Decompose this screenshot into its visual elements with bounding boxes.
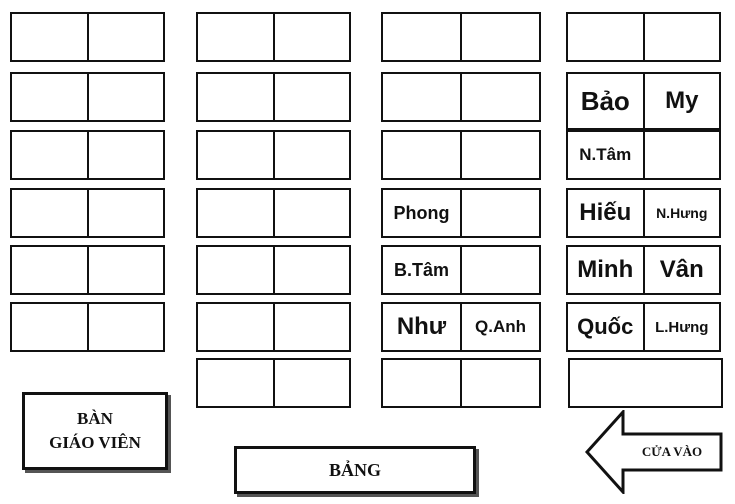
seat bbox=[198, 14, 275, 60]
seat bbox=[198, 360, 275, 406]
seat bbox=[570, 360, 721, 406]
seat bbox=[462, 247, 539, 293]
entrance-label: CỬA VÀO bbox=[641, 444, 703, 459]
desk-c4-r3: N.Tâm bbox=[566, 130, 721, 180]
desk-c1-r5 bbox=[10, 245, 165, 295]
teacher-desk-label-line1: BÀN bbox=[77, 409, 113, 428]
desk-c4-r5: Minh Vân bbox=[566, 245, 721, 295]
seat: B.Tâm bbox=[383, 247, 462, 293]
desk-c2-r2 bbox=[196, 72, 351, 122]
seat bbox=[89, 74, 164, 120]
seat: L.Hưng bbox=[655, 318, 709, 336]
seat bbox=[275, 132, 350, 178]
desk-c1-r2 bbox=[10, 72, 165, 122]
desk-c2-r1 bbox=[196, 12, 351, 62]
seat bbox=[12, 304, 89, 350]
desk-c3-r5: B.Tâm bbox=[381, 245, 541, 295]
seat bbox=[198, 190, 275, 236]
board-label: BẢNG bbox=[328, 459, 381, 480]
seat: Quốc bbox=[568, 304, 645, 350]
seat bbox=[645, 14, 720, 60]
seat bbox=[12, 190, 89, 236]
seat: Phong bbox=[383, 190, 462, 236]
seat: N.Tâm bbox=[568, 132, 645, 178]
seat bbox=[12, 132, 89, 178]
arrow-left-icon bbox=[585, 410, 723, 494]
seat: Q.Anh bbox=[475, 317, 526, 336]
seat bbox=[12, 247, 89, 293]
seat: Bảo bbox=[568, 74, 645, 128]
teacher-desk-label-line2: GIÁO VIÊN bbox=[49, 433, 141, 452]
seat bbox=[383, 132, 462, 178]
seat bbox=[275, 14, 350, 60]
seat bbox=[568, 14, 645, 60]
seat: Vân bbox=[659, 256, 704, 283]
desk-c2-r5 bbox=[196, 245, 351, 295]
seat bbox=[383, 74, 462, 120]
desk-c4-r1 bbox=[566, 12, 721, 62]
desk-c2-r6 bbox=[196, 302, 351, 352]
seat bbox=[383, 360, 462, 406]
desk-c2-r7 bbox=[196, 358, 351, 408]
seat bbox=[275, 190, 350, 236]
seat: Hiếu bbox=[568, 190, 645, 236]
seat bbox=[275, 74, 350, 120]
desk-c1-r3 bbox=[10, 130, 165, 180]
seat bbox=[462, 360, 539, 406]
desk-c3-r4: Phong bbox=[381, 188, 541, 238]
desk-c3-r2 bbox=[381, 72, 541, 122]
seat bbox=[275, 247, 350, 293]
desk-c2-r4 bbox=[196, 188, 351, 238]
seat bbox=[89, 132, 164, 178]
board: BẢNG bbox=[234, 446, 476, 494]
desk-c1-r6 bbox=[10, 302, 165, 352]
seat bbox=[462, 190, 539, 236]
seat bbox=[12, 14, 89, 60]
seat bbox=[89, 14, 164, 60]
seat bbox=[89, 247, 164, 293]
seat bbox=[89, 190, 164, 236]
seat: Minh bbox=[568, 247, 645, 293]
seat bbox=[462, 74, 539, 120]
seat bbox=[198, 304, 275, 350]
desk-c3-r1 bbox=[381, 12, 541, 62]
seat: Như bbox=[383, 304, 462, 350]
desk-c4-r7 bbox=[568, 358, 723, 408]
seat bbox=[12, 74, 89, 120]
seat bbox=[275, 360, 350, 406]
seat bbox=[645, 132, 720, 178]
seat bbox=[462, 132, 539, 178]
seat bbox=[89, 304, 164, 350]
desk-c3-r6: Như Q.Anh bbox=[381, 302, 541, 352]
desk-c1-r4 bbox=[10, 188, 165, 238]
desk-c3-r7 bbox=[381, 358, 541, 408]
seat bbox=[198, 247, 275, 293]
seat: My bbox=[665, 87, 699, 114]
teacher-desk: BÀN GIÁO VIÊN bbox=[22, 392, 168, 470]
desk-c4-r6: Quốc L.Hưng bbox=[566, 302, 721, 352]
seat bbox=[275, 304, 350, 350]
seat bbox=[198, 74, 275, 120]
seat: N.Hưng bbox=[656, 205, 708, 221]
seat bbox=[462, 14, 539, 60]
seat bbox=[383, 14, 462, 60]
desk-c3-r3 bbox=[381, 130, 541, 180]
desk-c4-r2: Bảo My bbox=[566, 72, 721, 130]
seat bbox=[198, 132, 275, 178]
desk-c4-r4: Hiếu N.Hưng bbox=[566, 188, 721, 238]
desk-c2-r3 bbox=[196, 130, 351, 180]
desk-c1-r1 bbox=[10, 12, 165, 62]
